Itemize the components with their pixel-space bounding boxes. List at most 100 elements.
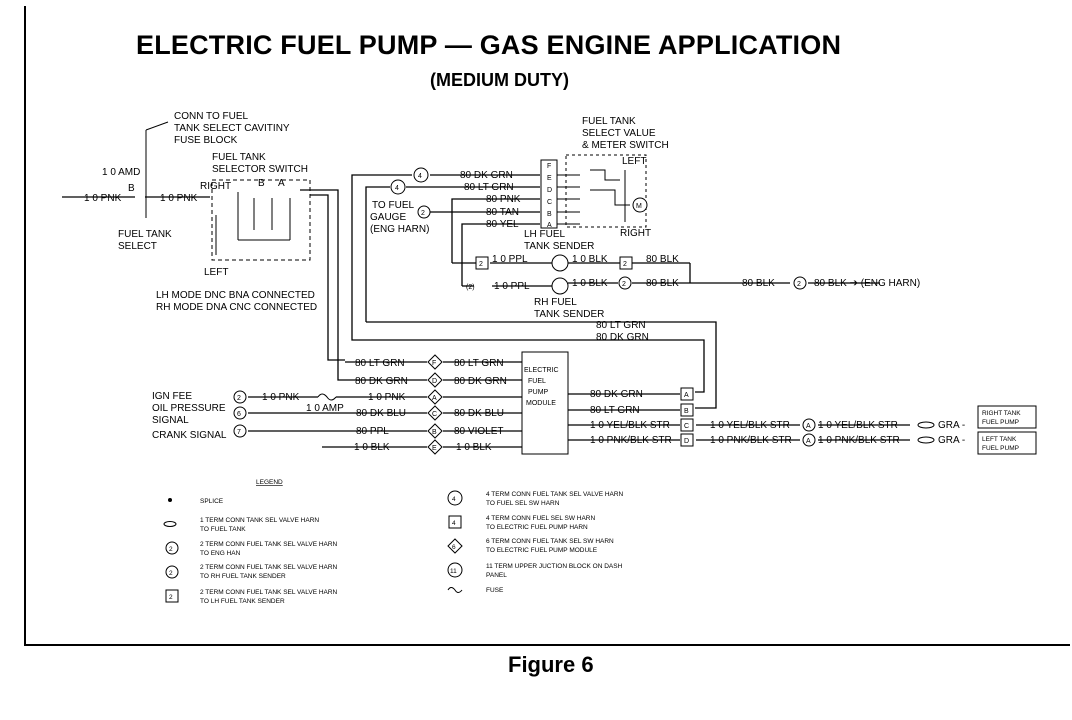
legend-item: FUSE [486, 587, 504, 594]
term4-switch-icon [448, 515, 462, 529]
wire-dkgrn-up [351, 174, 412, 330]
fuse-symbol [317, 393, 337, 401]
label: 1 0 PPL [492, 254, 528, 265]
label: 80 PNK [486, 194, 521, 205]
label: RH FUEL [534, 297, 577, 308]
conn-id: B [684, 408, 689, 415]
legend-item: 11 TERM UPPER JUCTION BLOCK ON DASH [486, 563, 623, 570]
label: B [128, 183, 135, 194]
label: 80 BLK [646, 278, 679, 289]
legend-item: 2 TERM CONN FUEL TANK SEL VALVE HARN [200, 541, 338, 548]
legend-title: LEGEND [256, 479, 283, 486]
label: 1 0 BLK [572, 278, 608, 289]
label: 80 DK BLU [454, 408, 504, 419]
label: 80 LT GRN [454, 358, 504, 369]
left-tank-pump-box [977, 431, 1037, 455]
connector-1-pnk [917, 436, 935, 444]
conn-id: 6 [237, 411, 241, 418]
label: CRANK SIGNAL [152, 430, 227, 441]
wire-switch-dkgrn [300, 189, 345, 381]
label: LEFT [622, 156, 646, 167]
label: 1 0 AMP [306, 403, 344, 414]
splice-icon [168, 498, 172, 502]
term2-eng-icon [165, 541, 179, 555]
term2-rh-icon [165, 565, 179, 579]
connector-2-rh-blk [618, 276, 632, 290]
connector-6-e [427, 439, 443, 455]
conn-id: (2) [466, 284, 475, 291]
legend-item: 2 TERM CONN FUEL TANK SEL VALVE HARN [200, 564, 338, 571]
label: RIGHT [620, 228, 651, 239]
connector-4-pnk [802, 433, 816, 447]
conn-id: A [684, 392, 689, 399]
conn-id: 2 [237, 395, 241, 402]
connector-6-d [427, 372, 443, 388]
label: 80 DK GRN [460, 170, 513, 181]
conn-id: C [432, 411, 437, 418]
connector-4-yel [802, 418, 816, 432]
label: OIL PRESSURE [152, 403, 226, 414]
pin-label: B [547, 211, 552, 218]
pin-label: A [547, 222, 552, 229]
conn-id: 2 [421, 210, 425, 217]
fuse-icon [447, 587, 463, 593]
legend-item: PANEL [486, 572, 507, 579]
legend: LEGEND SPLICE 1 TERM CONN TANK SEL VALVE… [163, 479, 624, 605]
label: 80 DK GRN [454, 376, 507, 387]
label: 1 0 PNK/BLK STR [590, 435, 672, 446]
wire-yel-a [461, 223, 540, 286]
label: 80 DK GRN [590, 389, 643, 400]
label: TANK SENDER [524, 241, 594, 252]
legend-item: 1 TERM CONN TANK SEL VALVE HARN [200, 517, 319, 524]
label: SELECT [118, 241, 157, 252]
label: 1 0 BLK [354, 442, 390, 453]
label: 80 PPL [356, 426, 389, 437]
module-label: ELECTRIC [524, 367, 559, 374]
legend-item: TO LH FUEL TANK SENDER [200, 598, 285, 605]
connector-4-b [680, 403, 694, 417]
term1-icon [163, 521, 177, 527]
conn-id: F [432, 360, 436, 367]
valve-switch-trace-2 [590, 189, 630, 206]
label: FUEL TANK [118, 229, 172, 240]
label: 80 BLK [742, 278, 775, 289]
meter-symbol [632, 197, 648, 213]
label: 80 BLK ➔ (ENG HARN) [814, 278, 920, 289]
conn-id: 2 [797, 281, 801, 288]
label: 80 DK GRN [596, 332, 649, 343]
label: TANK SELECT CAVITINY [174, 123, 290, 134]
connector-4-a [680, 387, 694, 401]
label: TANK SENDER [534, 309, 604, 320]
conn-id: 4 [395, 185, 399, 192]
connector-4-ltgrn [390, 179, 406, 195]
conn-id: 2 [479, 261, 483, 268]
label: LH FUEL [524, 229, 566, 240]
conn-id: 2 [623, 261, 627, 268]
legend-icon-text: 11 [450, 568, 457, 575]
label: FUSE BLOCK [174, 135, 238, 146]
connector-6-c [427, 405, 443, 421]
label: LEFT [204, 267, 228, 278]
label: LEFT TANK [982, 436, 1017, 443]
label: CONN TO FUEL [174, 111, 249, 122]
label: 80 LT GRN [355, 358, 405, 369]
label: FUEL TANK [212, 152, 266, 163]
label: RH MODE DNA CNC CONNECTED [156, 302, 317, 313]
label: (ENG HARN) [370, 224, 429, 235]
conn-id: E [432, 445, 437, 452]
label: SELECT VALUE [582, 128, 656, 139]
wire-ltgrn-up [365, 186, 390, 322]
pin-label: C [547, 199, 552, 206]
label: & METER SWITCH [582, 140, 669, 151]
connector-2-gauge [417, 205, 431, 219]
legend-item: SPLICE [200, 498, 224, 505]
conn-id: 4 [418, 173, 422, 180]
label: 1 0 PNK/BLK STR [818, 435, 900, 446]
legend-item: 4 TERM CONN FUEL SEL SW HARN [486, 515, 595, 522]
label: 1 0 PNK [262, 392, 300, 403]
wire-pnk-c [451, 198, 540, 263]
label: 80 YEL [486, 219, 519, 230]
connector-2-eng [793, 276, 807, 290]
label: 1 0 PNK/BLK STR [710, 435, 792, 446]
label: 1 0 YEL/BLK STR [710, 420, 790, 431]
